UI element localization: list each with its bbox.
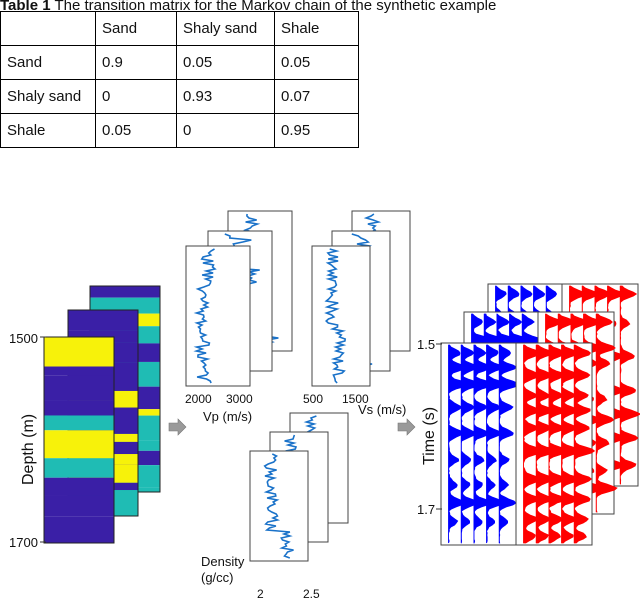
facies-layer xyxy=(44,366,114,376)
table-row: Shale 0.05 0 0.95 xyxy=(0,113,359,148)
facies-layer xyxy=(44,337,114,367)
table-cell: 0.05 xyxy=(95,113,177,148)
seismic-panels xyxy=(440,283,640,546)
log-curve xyxy=(193,248,217,384)
header-cell: Sand xyxy=(95,11,177,46)
facies-layer xyxy=(44,477,114,496)
log-panel-frame xyxy=(249,450,309,562)
vs-tick-label: 1500 xyxy=(342,392,369,406)
vp-tick-label: 3000 xyxy=(226,392,253,406)
table-header-row: Sand Shaly sand Shale xyxy=(0,11,359,46)
vs-log-panel xyxy=(311,245,371,387)
facies-column-border xyxy=(43,336,115,544)
facies-layer xyxy=(44,516,114,543)
table-cell: 0 xyxy=(95,79,177,114)
vs-axis-label: Vs (m/s) xyxy=(358,402,406,417)
table-cell: 0.95 xyxy=(274,113,359,148)
time-tick-label: 1.7 xyxy=(417,502,435,517)
log-curve xyxy=(324,248,347,384)
vp-axis-label: Vp (m/s) xyxy=(203,409,252,424)
density-log-panel xyxy=(249,450,309,562)
facies-layer xyxy=(68,310,138,331)
vp-log-panel xyxy=(185,245,251,387)
table-row: Sand 0.9 0.05 0.05 xyxy=(0,45,359,80)
seismic-trace xyxy=(573,344,596,544)
facies-layer xyxy=(90,286,160,298)
arrow-icon xyxy=(397,418,416,436)
table-caption: Table 1 The transition matrix for the Ma… xyxy=(0,0,496,14)
facies-layer xyxy=(44,458,114,478)
facies-layer xyxy=(44,375,114,401)
time-axis-label: Time (s) xyxy=(421,407,438,465)
near-offset-panel xyxy=(440,342,520,546)
facies-column xyxy=(43,336,115,544)
log-panel-frame xyxy=(311,245,371,387)
vs-log-panels xyxy=(311,210,411,387)
workflow-arrows xyxy=(168,418,416,436)
table-cell: 0.05 xyxy=(274,45,359,80)
log-curve xyxy=(263,453,294,559)
time-tick-label: 1.5 xyxy=(417,337,435,352)
far-offset-panel xyxy=(515,342,596,546)
log-panel-frame xyxy=(185,245,251,387)
depth-axis-label: Depth (m) xyxy=(20,414,37,485)
facies-layer xyxy=(44,495,114,517)
density-axis-label-line2: (g/cc) xyxy=(201,570,234,585)
vp-tick-label: 2000 xyxy=(185,392,212,406)
seismic-trace xyxy=(595,313,618,513)
density-axis-label-line1: Density xyxy=(201,554,245,569)
table-cell: 0.05 xyxy=(176,45,275,80)
density-tick-label: 2.5 xyxy=(303,587,320,599)
table-cell: 0.07 xyxy=(274,79,359,114)
facies-layer xyxy=(44,415,114,431)
transition-matrix-table: Sand Shaly sand Shale Sand 0.9 0.05 0.05… xyxy=(0,11,359,148)
seismic-trace xyxy=(486,344,507,544)
facies-columns xyxy=(43,285,161,544)
facies-layer xyxy=(44,430,114,459)
table-cell: 0 xyxy=(176,113,275,148)
density-log-panels xyxy=(249,412,349,562)
facies-layer xyxy=(44,400,114,416)
seismic-panel-frame xyxy=(440,342,518,546)
table-caption-label: Table 1 xyxy=(0,0,51,14)
depth-tick-label: 1700 xyxy=(9,535,38,550)
table-caption-text: The transition matrix for the Markov cha… xyxy=(54,0,497,14)
density-tick-label: 2 xyxy=(257,587,264,599)
header-cell: Shale xyxy=(274,11,359,46)
vs-tick-label: 500 xyxy=(303,392,323,406)
row-label-cell: Sand xyxy=(0,45,96,80)
vp-log-panels xyxy=(185,210,293,387)
arrow-icon xyxy=(168,418,187,436)
header-cell: Shaly sand xyxy=(176,11,275,46)
depth-tick-label: 1500 xyxy=(9,331,38,346)
row-label-cell: Shale xyxy=(0,113,96,148)
